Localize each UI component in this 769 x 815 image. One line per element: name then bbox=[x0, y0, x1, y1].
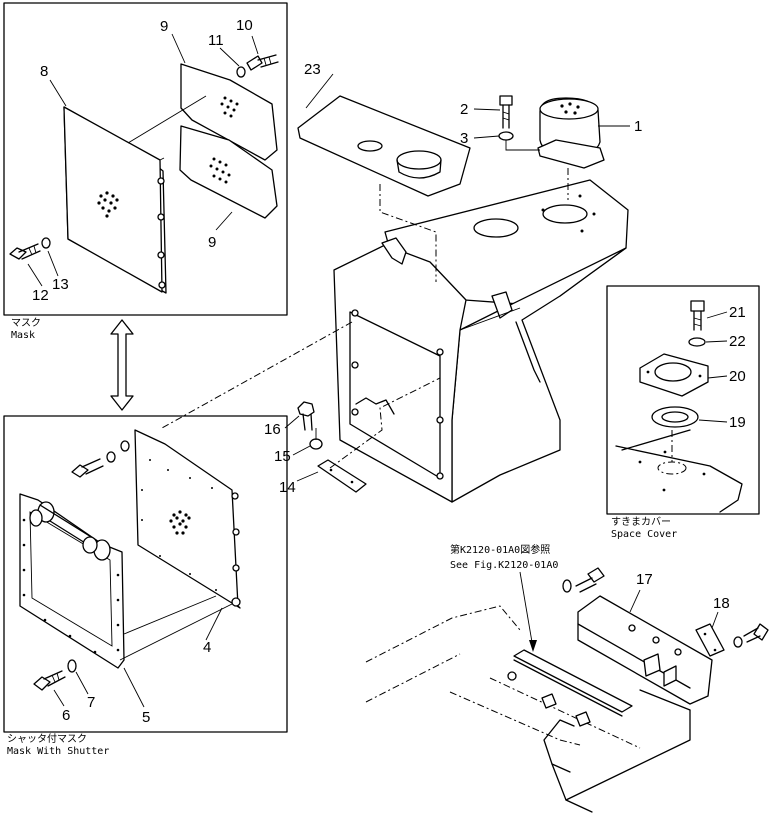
bolt-icon bbox=[743, 623, 769, 643]
mask-perforation bbox=[97, 191, 119, 218]
space-cover-gasket bbox=[651, 406, 699, 428]
see-figure-note-en: See Fig.K2120-01A0 bbox=[450, 560, 558, 571]
assembly-lines bbox=[161, 168, 569, 469]
bolt-icon bbox=[9, 243, 41, 260]
washer-icon bbox=[41, 237, 51, 249]
part-label-15: 15 bbox=[274, 448, 291, 465]
bolt-icon bbox=[690, 300, 705, 331]
bolt-icon bbox=[499, 95, 513, 129]
frame-rail bbox=[507, 649, 633, 727]
mask-plate bbox=[63, 106, 167, 294]
part-label-14: 14 bbox=[279, 479, 296, 496]
washer-icon bbox=[120, 440, 130, 452]
washer-icon bbox=[309, 438, 323, 450]
pre-cleaner-cap bbox=[537, 97, 605, 169]
bracket-plate bbox=[317, 459, 367, 493]
washer-icon bbox=[733, 636, 743, 648]
part-label-16: 16 bbox=[264, 421, 281, 438]
bolt-icon bbox=[575, 567, 605, 593]
part-label-19: 19 bbox=[729, 414, 746, 431]
space-cover-plate bbox=[639, 353, 709, 397]
part-label-8: 8 bbox=[40, 63, 48, 80]
shutter-plate bbox=[134, 429, 241, 609]
radiator-hood bbox=[333, 179, 629, 503]
plate-18 bbox=[695, 623, 725, 657]
shutter-frame bbox=[19, 493, 125, 669]
washer-icon bbox=[67, 659, 77, 673]
part-label-1: 1 bbox=[634, 118, 642, 135]
part-label-2: 2 bbox=[460, 101, 468, 118]
washer-icon bbox=[498, 131, 514, 141]
washer-icon bbox=[106, 451, 116, 463]
part-label-9-lower: 9 bbox=[208, 234, 216, 251]
bracket-17 bbox=[577, 595, 713, 705]
bolt-icon bbox=[246, 54, 279, 71]
washer-icon bbox=[688, 337, 706, 347]
part-label-6: 6 bbox=[62, 707, 70, 724]
mask-caption-en: Mask bbox=[11, 330, 35, 341]
shutter-inset: 4 5 6 7 bbox=[3, 415, 288, 733]
part-label-11: 11 bbox=[208, 32, 224, 49]
space-cover-frame bbox=[606, 285, 760, 515]
note-arrow-icon bbox=[529, 640, 537, 652]
shutter-caption-jp: シャッタ付マスク bbox=[7, 732, 87, 745]
space-cover-caption-jp: すきまカバー bbox=[611, 516, 671, 528]
shutter-inset-frame bbox=[3, 415, 288, 733]
part-label-18: 18 bbox=[713, 595, 730, 612]
part-label-3: 3 bbox=[460, 130, 468, 147]
mask-caption-jp: マスク bbox=[11, 317, 41, 329]
part-label-12: 12 bbox=[32, 287, 49, 304]
bolt-icon bbox=[297, 401, 315, 431]
mask-cover-lower bbox=[179, 125, 278, 219]
part-label-7: 7 bbox=[87, 694, 95, 711]
see-figure-note-jp: 第K2120-01A0図参照 bbox=[450, 543, 550, 556]
part-label-13: 13 bbox=[52, 276, 69, 293]
part-label-10: 10 bbox=[236, 17, 253, 34]
frame-base bbox=[365, 605, 691, 813]
part-label-17: 17 bbox=[636, 571, 653, 588]
hood-top-screen bbox=[297, 95, 471, 197]
part-label-22: 22 bbox=[729, 333, 746, 350]
washer-icon bbox=[562, 579, 572, 593]
part-label-9-upper: 9 bbox=[160, 18, 168, 35]
part-label-5: 5 bbox=[142, 709, 150, 726]
space-cover-inset: 21 22 20 19 bbox=[606, 285, 760, 515]
mask-inset: 8 9 11 10 9 12 13 bbox=[3, 2, 288, 316]
space-cover-caption-en: Space Cover bbox=[611, 529, 677, 540]
mask-inset-frame bbox=[3, 2, 288, 316]
part-label-20: 20 bbox=[729, 368, 746, 385]
bolt-icon bbox=[33, 670, 66, 691]
washer-icon bbox=[236, 66, 246, 78]
part-label-4: 4 bbox=[203, 639, 211, 656]
part-label-23: 23 bbox=[304, 61, 321, 78]
bolt-icon bbox=[71, 458, 104, 478]
interchange-arrow-icon bbox=[110, 319, 134, 411]
part-label-21: 21 bbox=[729, 304, 746, 321]
shutter-caption-en: Mask With Shutter bbox=[7, 746, 109, 757]
